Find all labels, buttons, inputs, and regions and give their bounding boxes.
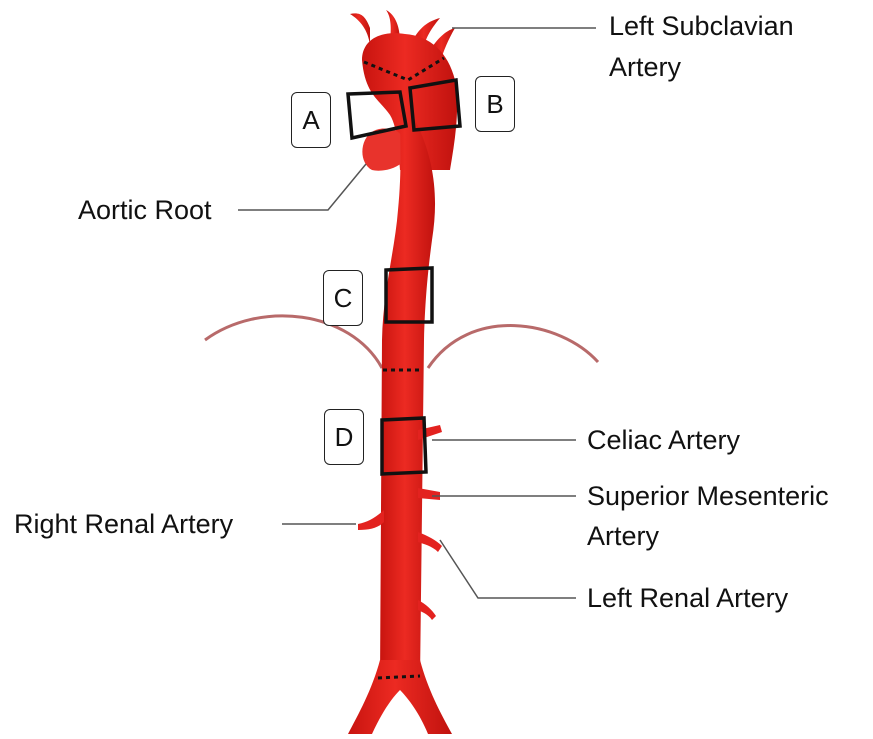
left-subclavian-label-line2: Artery bbox=[609, 51, 681, 84]
segment-a-label: A bbox=[291, 92, 331, 148]
segment-b-label: B bbox=[475, 76, 515, 132]
sma-label-line1: Superior Mesenteric bbox=[587, 480, 829, 513]
diaphragm-right-arc bbox=[428, 326, 598, 368]
right-renal-branch bbox=[358, 510, 384, 530]
left-renal-artery-label: Left Renal Artery bbox=[587, 582, 788, 615]
aortic-root-label: Aortic Root bbox=[78, 194, 212, 227]
segment-c-label: C bbox=[323, 270, 363, 326]
left-renal-branch bbox=[418, 532, 442, 552]
sma-label-line2: Artery bbox=[587, 520, 659, 553]
left-renal-leader bbox=[440, 540, 576, 598]
celiac-artery-label: Celiac Artery bbox=[587, 424, 740, 457]
right-renal-artery-label: Right Renal Artery bbox=[14, 508, 233, 541]
aortic-root-leader bbox=[238, 164, 366, 210]
segment-d-label: D bbox=[324, 409, 364, 465]
descending-aorta bbox=[380, 110, 435, 680]
sma-branch bbox=[418, 488, 440, 500]
iliac-bifurcation bbox=[348, 660, 452, 734]
left-subclavian-label-line1: Left Subclavian bbox=[609, 10, 794, 43]
